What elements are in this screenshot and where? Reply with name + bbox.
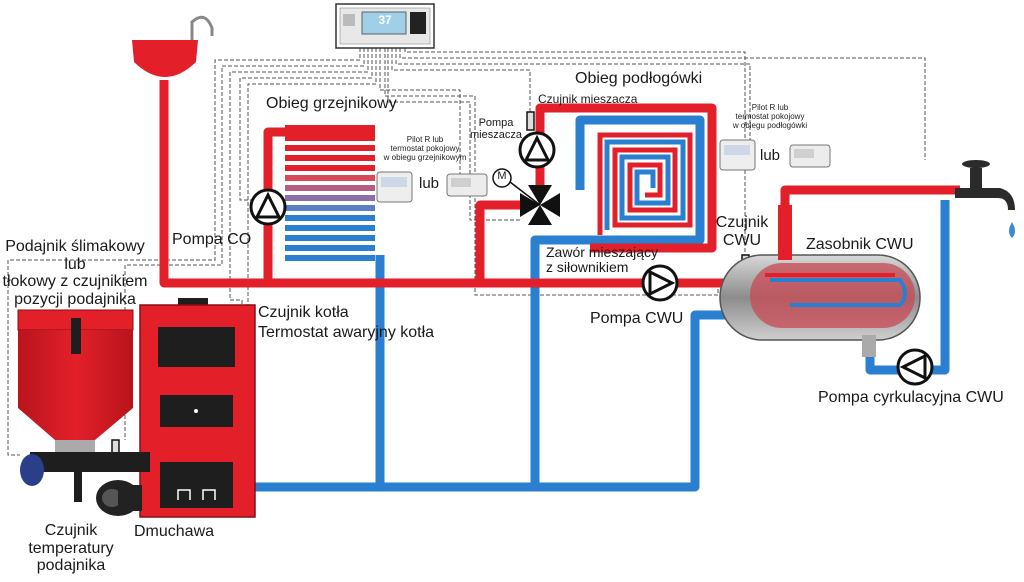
- feeder-temp-sensor-line-3: podajnika: [36, 557, 106, 575]
- floor-circuit-label: Obieg podłogówki: [575, 70, 703, 87]
- cwu-sensor-label: Czujnik CWU: [712, 214, 772, 249]
- feeder-temp-sensor-line-1: Czujnik: [44, 522, 98, 539]
- wire-feeder: [7, 48, 361, 456]
- feeder-label-line-3: tłokowy z czujnikiem: [2, 273, 148, 291]
- mixer-sensor-label: Czujnik mieszacza: [538, 92, 638, 106]
- actuator-symbol: M: [497, 170, 507, 182]
- mixing-valve-label: Zawór mieszający z siłownikiem: [546, 244, 659, 276]
- supply-floor-bypass: [475, 200, 520, 283]
- boiler-sensor-label: Czujnik kotła: [258, 304, 349, 321]
- expansion-tank: [132, 15, 214, 77]
- pilot-floor-label: Pilot R lub termostat pokojowy w obiegu …: [715, 103, 825, 131]
- supply-radiator: [263, 127, 375, 283]
- room-thermostat-floor: [789, 144, 831, 168]
- or-label-radiator: lub: [419, 175, 440, 192]
- feeder-temp-sensor-line-2: temperatury: [28, 539, 114, 557]
- pilot-radiator-line-2: termostat pokojowy: [390, 144, 460, 154]
- wire-boiler-sensor: [229, 48, 369, 310]
- return-main: [255, 310, 730, 492]
- pump-cwu-label: Pompa CWU: [590, 310, 684, 327]
- pilot-radiator-line-3: w obiegu grzejnikowym: [383, 153, 467, 163]
- wire-feeder-sensor: [124, 48, 365, 440]
- circulation-pump-label: Pompa cyrkulacyjna CWU: [818, 389, 1004, 406]
- controller-display-value: 37: [378, 13, 392, 27]
- cwu-sensor-line-1: Czujnik: [715, 214, 769, 231]
- mixing-valve-icon: [492, 168, 560, 225]
- feeder-label-line-4: pozycji podajnika: [14, 290, 136, 308]
- pump-co-label: Pompa CO: [172, 231, 252, 248]
- radiator-circuit-label: Obieg grzejnikowy: [266, 95, 397, 112]
- pilot-floor-line-1: Pilot R lub: [751, 103, 789, 112]
- room-pilot-floor: [719, 139, 756, 171]
- mixer-pump-line-1: Pompa: [478, 117, 514, 129]
- hot-water-tank: [719, 205, 921, 357]
- wire-pilot-floor: [395, 48, 751, 150]
- wire-mixer-sensor: [391, 48, 531, 112]
- mixer-pump-line-2: mieszacza: [470, 129, 522, 142]
- feeder-label-line-1: Podajnik ślimakowy: [5, 238, 145, 255]
- tap-icon: [955, 160, 1015, 238]
- feeder-label-line-2: lub: [64, 255, 86, 273]
- pump-mixer-icon: [518, 131, 556, 169]
- floor-spiral: [597, 132, 693, 235]
- boiler: [139, 298, 256, 518]
- pilot-floor-line-3: w obiegu podłogówki: [732, 121, 808, 131]
- or-label-floor: lub: [760, 147, 781, 164]
- pilot-floor-line-2: termostat pokojowy: [735, 112, 805, 122]
- supply-main: [159, 80, 740, 288]
- hot-water-tank-label: Zasobnik CWU: [806, 236, 914, 253]
- mixing-valve-line-1: Zawór mieszający: [546, 244, 659, 260]
- wire-mixer-actuator: [387, 48, 520, 221]
- room-thermostat-radiator: [446, 173, 488, 197]
- wire-pump-co: [239, 48, 373, 201]
- blower-fan-icon: [96, 480, 142, 516]
- wire-pilot-radiator: [379, 48, 461, 180]
- cwu-sensor-line-2: CWU: [722, 231, 762, 249]
- wire-circ-pump: [399, 48, 926, 160]
- return-floor-loop: [530, 115, 705, 250]
- emergency-thermostat-label: Termostat awaryjny kotła: [258, 324, 435, 341]
- pump-co-icon: [249, 188, 287, 226]
- blower-label: Dmuchawa: [134, 523, 215, 540]
- supply-pipes: [159, 80, 960, 288]
- room-pilot-radiator: [376, 171, 413, 203]
- pilot-radiator-line-1: Pilot R lub: [406, 135, 444, 144]
- fuel-hopper: [17, 309, 150, 502]
- mixer-sensor-icon: [526, 111, 535, 131]
- radiator: [285, 125, 375, 261]
- mixing-valve-line-2: z siłownikiem: [546, 259, 629, 276]
- feeder-temp-sensor-label: Czujnik temperatury podajnika: [16, 522, 126, 575]
- pump-circulation-icon: [896, 348, 934, 386]
- hot-water-out: [780, 185, 960, 240]
- feeder-label: Podajnik ślimakowy lub tłokowy z czujnik…: [0, 238, 150, 308]
- controller-unit: [335, 3, 435, 49]
- mixer-pump-label: Pompa mieszacza: [470, 117, 522, 141]
- pump-cwu-icon: [641, 264, 679, 302]
- pilot-radiator-label: Pilot R lub termostat pokojowy w obiegu …: [370, 135, 480, 163]
